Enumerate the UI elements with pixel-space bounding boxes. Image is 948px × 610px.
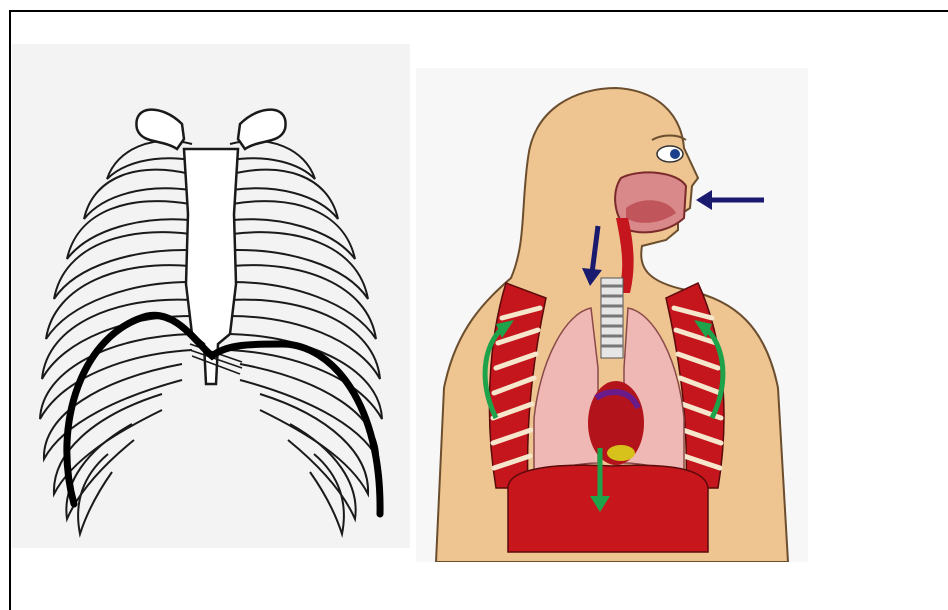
ribcage-drawing [12,44,410,548]
clavicles [136,110,285,149]
diaphragm [508,465,708,552]
ribcage-illustration [12,44,410,548]
right-ribs [230,141,382,534]
trachea [601,278,623,358]
inhale-arrow-mouth [696,190,764,210]
heart [588,381,644,465]
respiratory-system-illustration [416,68,808,562]
left-ribs [40,141,192,534]
anatomy-drawing [416,68,808,562]
